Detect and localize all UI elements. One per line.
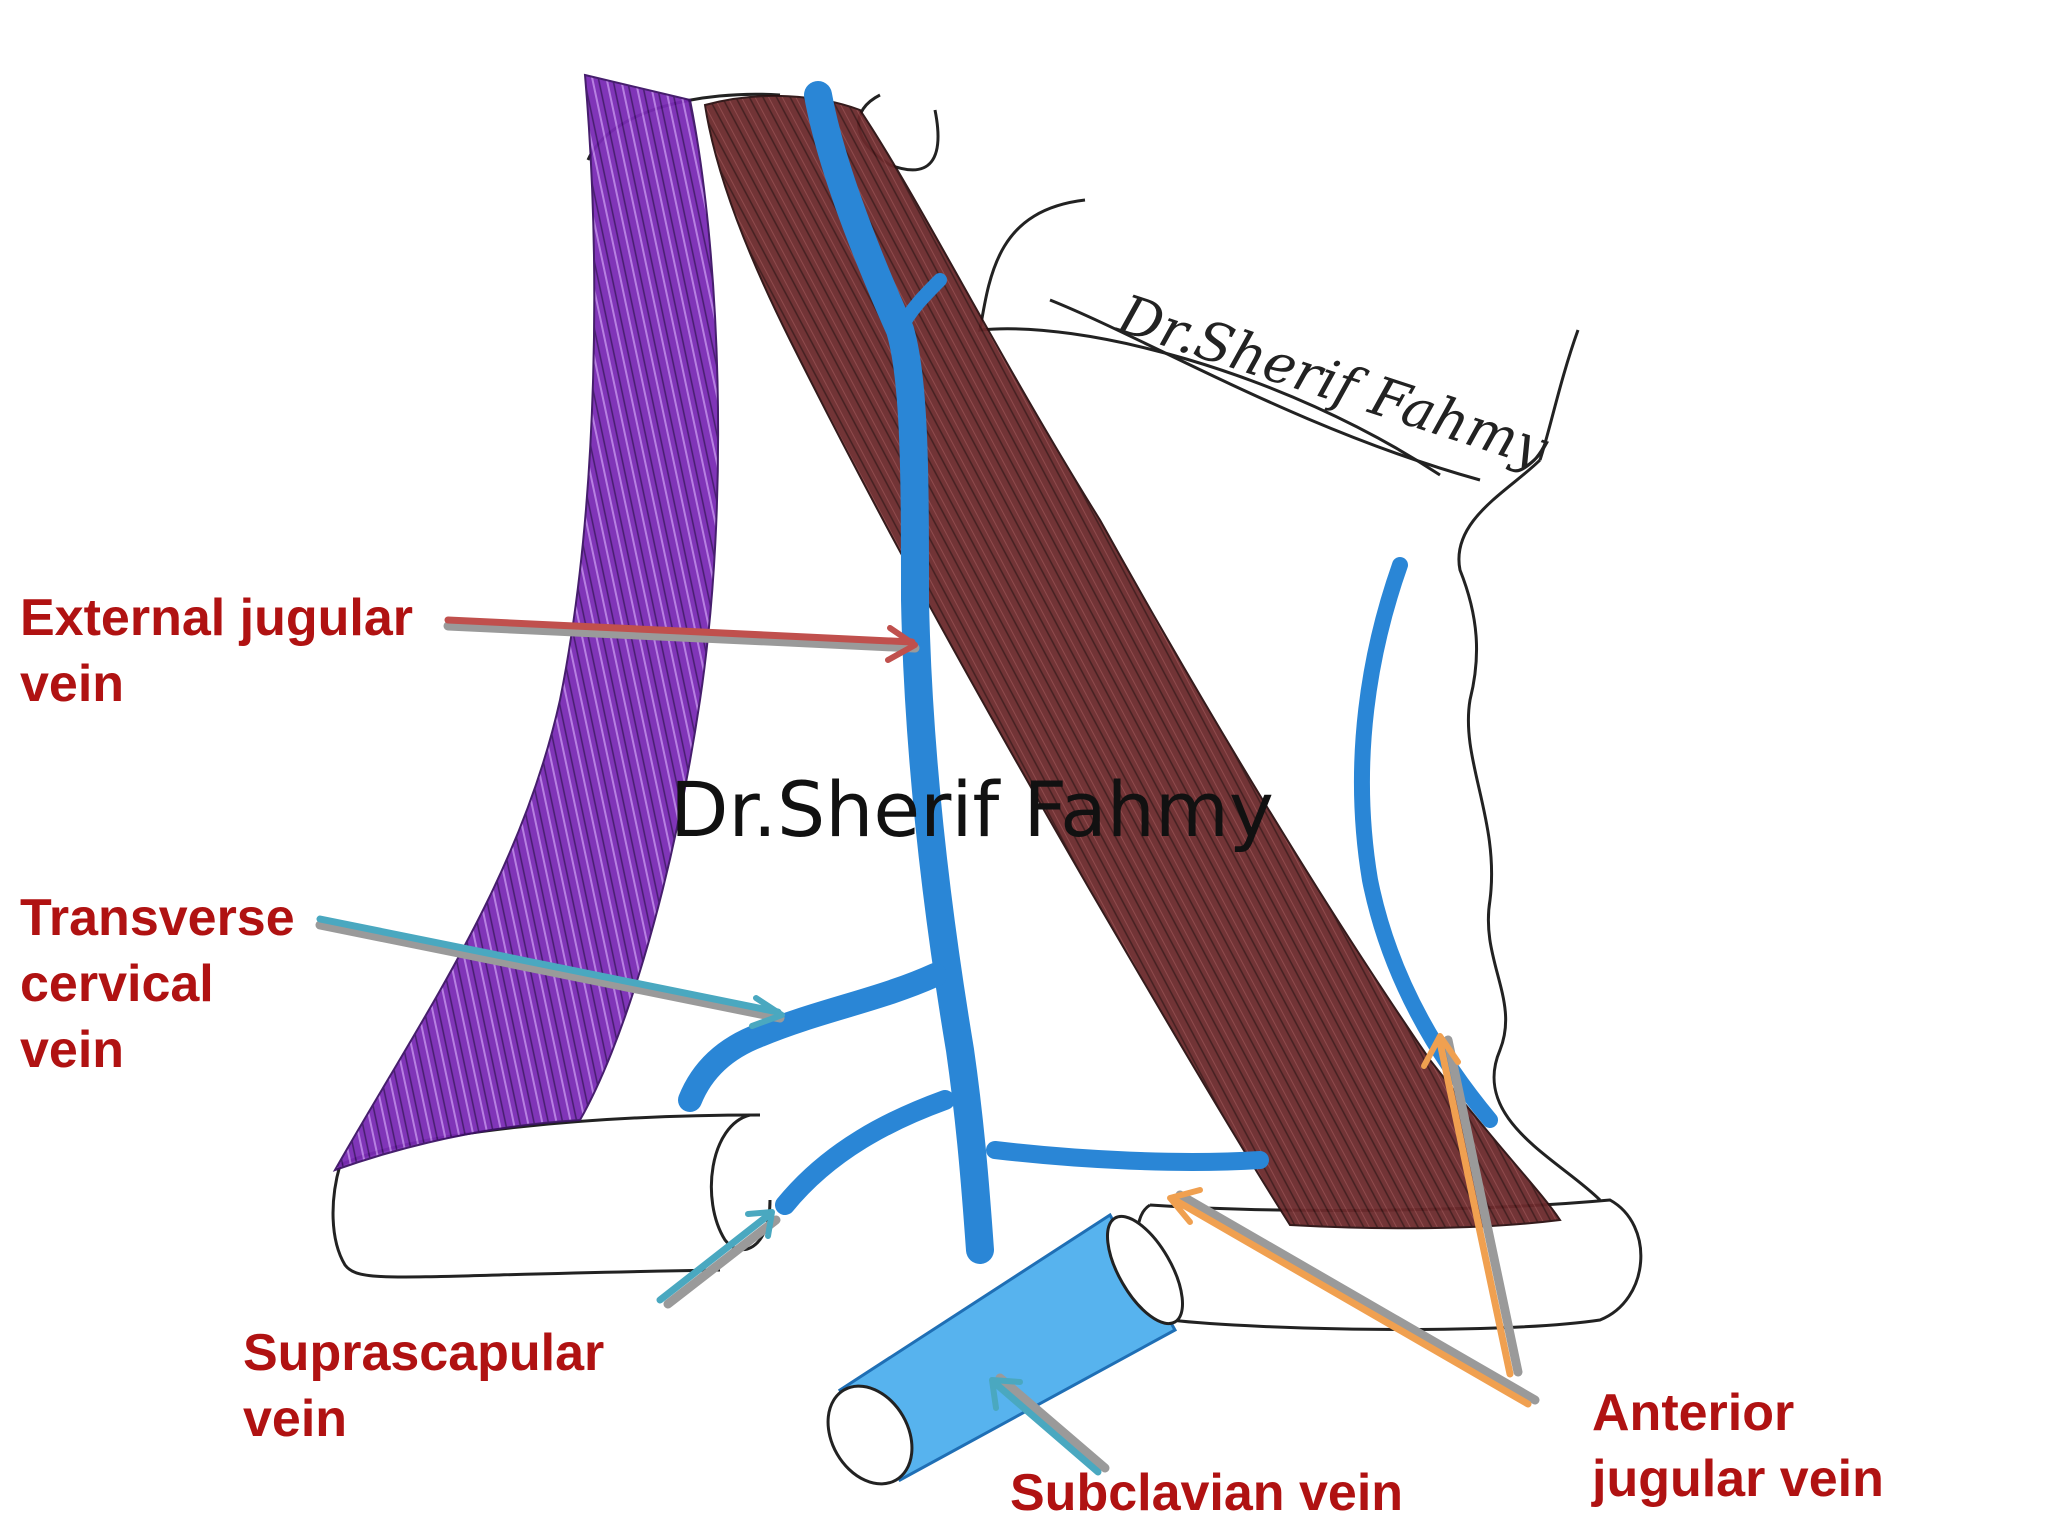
label-line: External jugular [20, 589, 413, 647]
trapezius-muscle [332, 73, 720, 1172]
external-jugular-vein [804, 81, 994, 1264]
label-line: cervical [20, 955, 214, 1013]
artist-signature: Dr.Sherif Fahmy [1110, 282, 1557, 481]
label-line: vein [20, 1021, 125, 1079]
suprascapular-arrow [656, 1209, 781, 1309]
pointer-arrows [315, 616, 1540, 1476]
subclavian-arrow [989, 1373, 1110, 1476]
transverse-cervical-arrow [315, 915, 785, 1029]
transverse-cervical-vein [678, 963, 947, 1112]
label-anterior-jugular-vein: Anterior jugular vein [1592, 1380, 1884, 1512]
watermark: Dr.Sherif Fahmy [670, 765, 1274, 854]
label-line: Suprascapular [243, 1324, 605, 1382]
label-line: vein [243, 1390, 348, 1448]
label-line: Transverse [20, 889, 295, 947]
label-line: Subclavian vein [1010, 1464, 1404, 1522]
label-external-jugular-vein: External jugular vein [20, 585, 413, 717]
sternocleidomastoid-muscle [703, 94, 1562, 1230]
label-transverse-cervical-vein: Transverse cervical vein [20, 885, 295, 1083]
label-line: vein [20, 655, 125, 713]
external-jugular-arrow [443, 616, 920, 663]
label-line: Anterior [1592, 1384, 1795, 1442]
label-suprascapular-vein: Suprascapular vein [243, 1320, 604, 1452]
anterior-jugular-arrows [1167, 1033, 1540, 1408]
label-line: jugular vein [1592, 1450, 1884, 1508]
veins [678, 81, 1498, 1264]
subclavian-vein [826, 1212, 1185, 1486]
label-subclavian-vein: Subclavian vein [1010, 1460, 1403, 1526]
suprascapular-vein [775, 1090, 955, 1215]
